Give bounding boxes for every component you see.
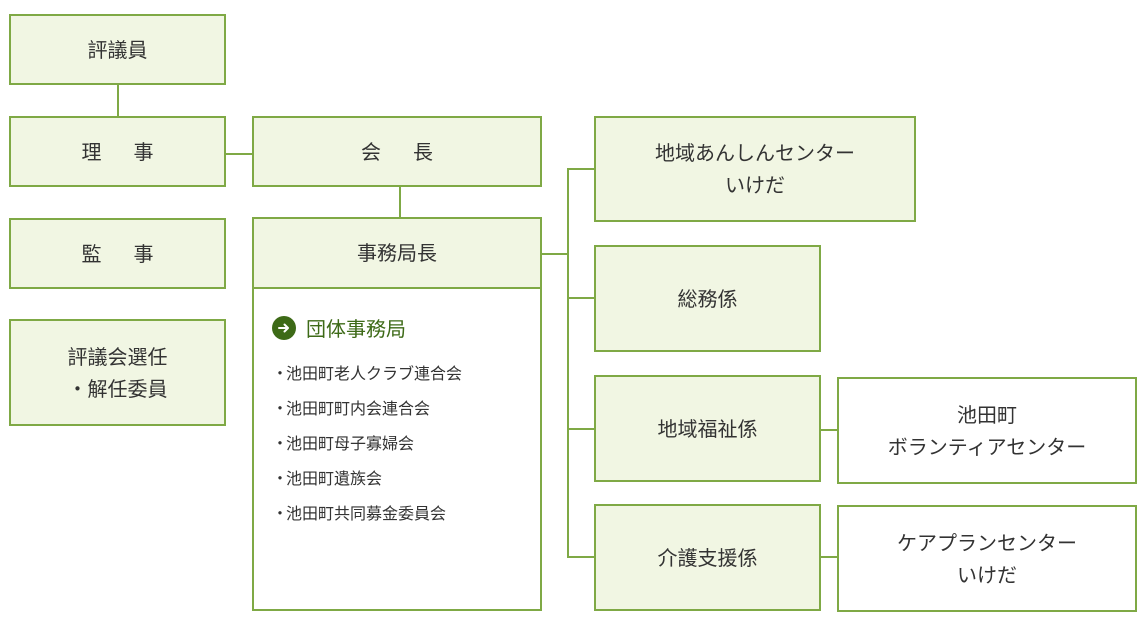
- chairman-label-1: 会: [361, 139, 381, 164]
- councilors-box: 評議員: [9, 14, 226, 85]
- councilors-label: 評議員: [87, 37, 148, 62]
- connector-care-careplan: [819, 556, 838, 558]
- volunteer-center-line-1: 池田町: [957, 402, 1017, 427]
- organization-name: 池田町共同募金委員会: [286, 504, 447, 523]
- directors-box: 理事: [9, 116, 226, 187]
- secretary-general-label: 事務局長: [357, 241, 437, 265]
- office-heading: 団体事務局: [272, 313, 540, 342]
- connector-branch-welfare: [567, 428, 595, 430]
- selection-committee-line-2: ・解任委員: [67, 376, 168, 401]
- general-affairs-box: 総務係: [594, 245, 821, 352]
- anshin-center-box: 地域あんしんセンター いけだ: [594, 116, 916, 222]
- general-affairs-label: 総務係: [677, 286, 738, 311]
- auditors-label-1: 監: [81, 241, 102, 266]
- care-plan-center-box: ケアプランセンター いけだ: [837, 505, 1137, 612]
- organization-list: ・池田町老人クラブ連合会 ・池田町町内会連合会 ・池田町母子寡婦会 ・池田町遺族…: [272, 356, 540, 531]
- organization-office-panel: 団体事務局 ・池田町老人クラブ連合会 ・池田町町内会連合会 ・池田町母子寡婦会 …: [252, 287, 542, 611]
- connector-branch-general: [567, 297, 595, 299]
- list-item: ・池田町老人クラブ連合会: [272, 364, 463, 383]
- office-heading-label: 団体事務局: [306, 317, 406, 341]
- community-welfare-box: 地域福祉係: [594, 375, 821, 482]
- directors-label-2: 事: [133, 139, 154, 164]
- organization-name: 池田町老人クラブ連合会: [286, 364, 463, 383]
- connector-directors-chairman: [225, 153, 252, 155]
- connector-secretary-trunk: [541, 253, 568, 255]
- connector-branch-care: [567, 556, 595, 558]
- chairman-label-2: 長: [413, 139, 433, 164]
- connector-vertical-trunk: [567, 168, 569, 558]
- care-plan-center-line-1: ケアプランセンター: [897, 530, 1077, 555]
- connector-branch-anshin: [567, 168, 595, 170]
- volunteer-center-line-2: ボランティアセンター: [887, 434, 1087, 459]
- list-item: ・池田町町内会連合会: [272, 399, 431, 418]
- volunteer-center-box: 池田町 ボランティアセンター: [837, 377, 1137, 484]
- organization-name: 池田町町内会連合会: [286, 399, 431, 418]
- organization-name: 池田町母子寡婦会: [286, 434, 415, 453]
- arrow-right-icon: [272, 315, 296, 340]
- list-item: ・池田町共同募金委員会: [272, 504, 447, 523]
- selection-committee-box: 評議会選任 ・解任委員: [9, 319, 226, 426]
- connector-councilors-directors: [117, 84, 119, 116]
- care-support-label: 介護支援係: [657, 545, 758, 570]
- community-welfare-label: 地域福祉係: [657, 416, 758, 441]
- connector-chairman-secretary: [399, 186, 401, 218]
- chairman-box: 会長: [252, 116, 542, 187]
- organization-name: 池田町遺族会: [286, 469, 383, 488]
- care-plan-center-line-2: いけだ: [957, 562, 1017, 587]
- list-item: ・池田町遺族会: [272, 469, 383, 488]
- list-item: ・池田町母子寡婦会: [272, 434, 415, 453]
- directors-label-1: 理: [81, 139, 102, 164]
- anshin-center-line-1: 地域あんしんセンター: [655, 141, 855, 165]
- auditors-box: 監事: [9, 218, 226, 289]
- care-support-box: 介護支援係: [594, 504, 821, 611]
- anshin-center-line-2: いけだ: [725, 173, 785, 197]
- selection-committee-line-1: 評議会選任: [67, 344, 168, 369]
- secretary-general-box: 事務局長: [252, 217, 542, 289]
- auditors-label-2: 事: [133, 241, 154, 266]
- connector-welfare-volunteer: [819, 429, 838, 431]
